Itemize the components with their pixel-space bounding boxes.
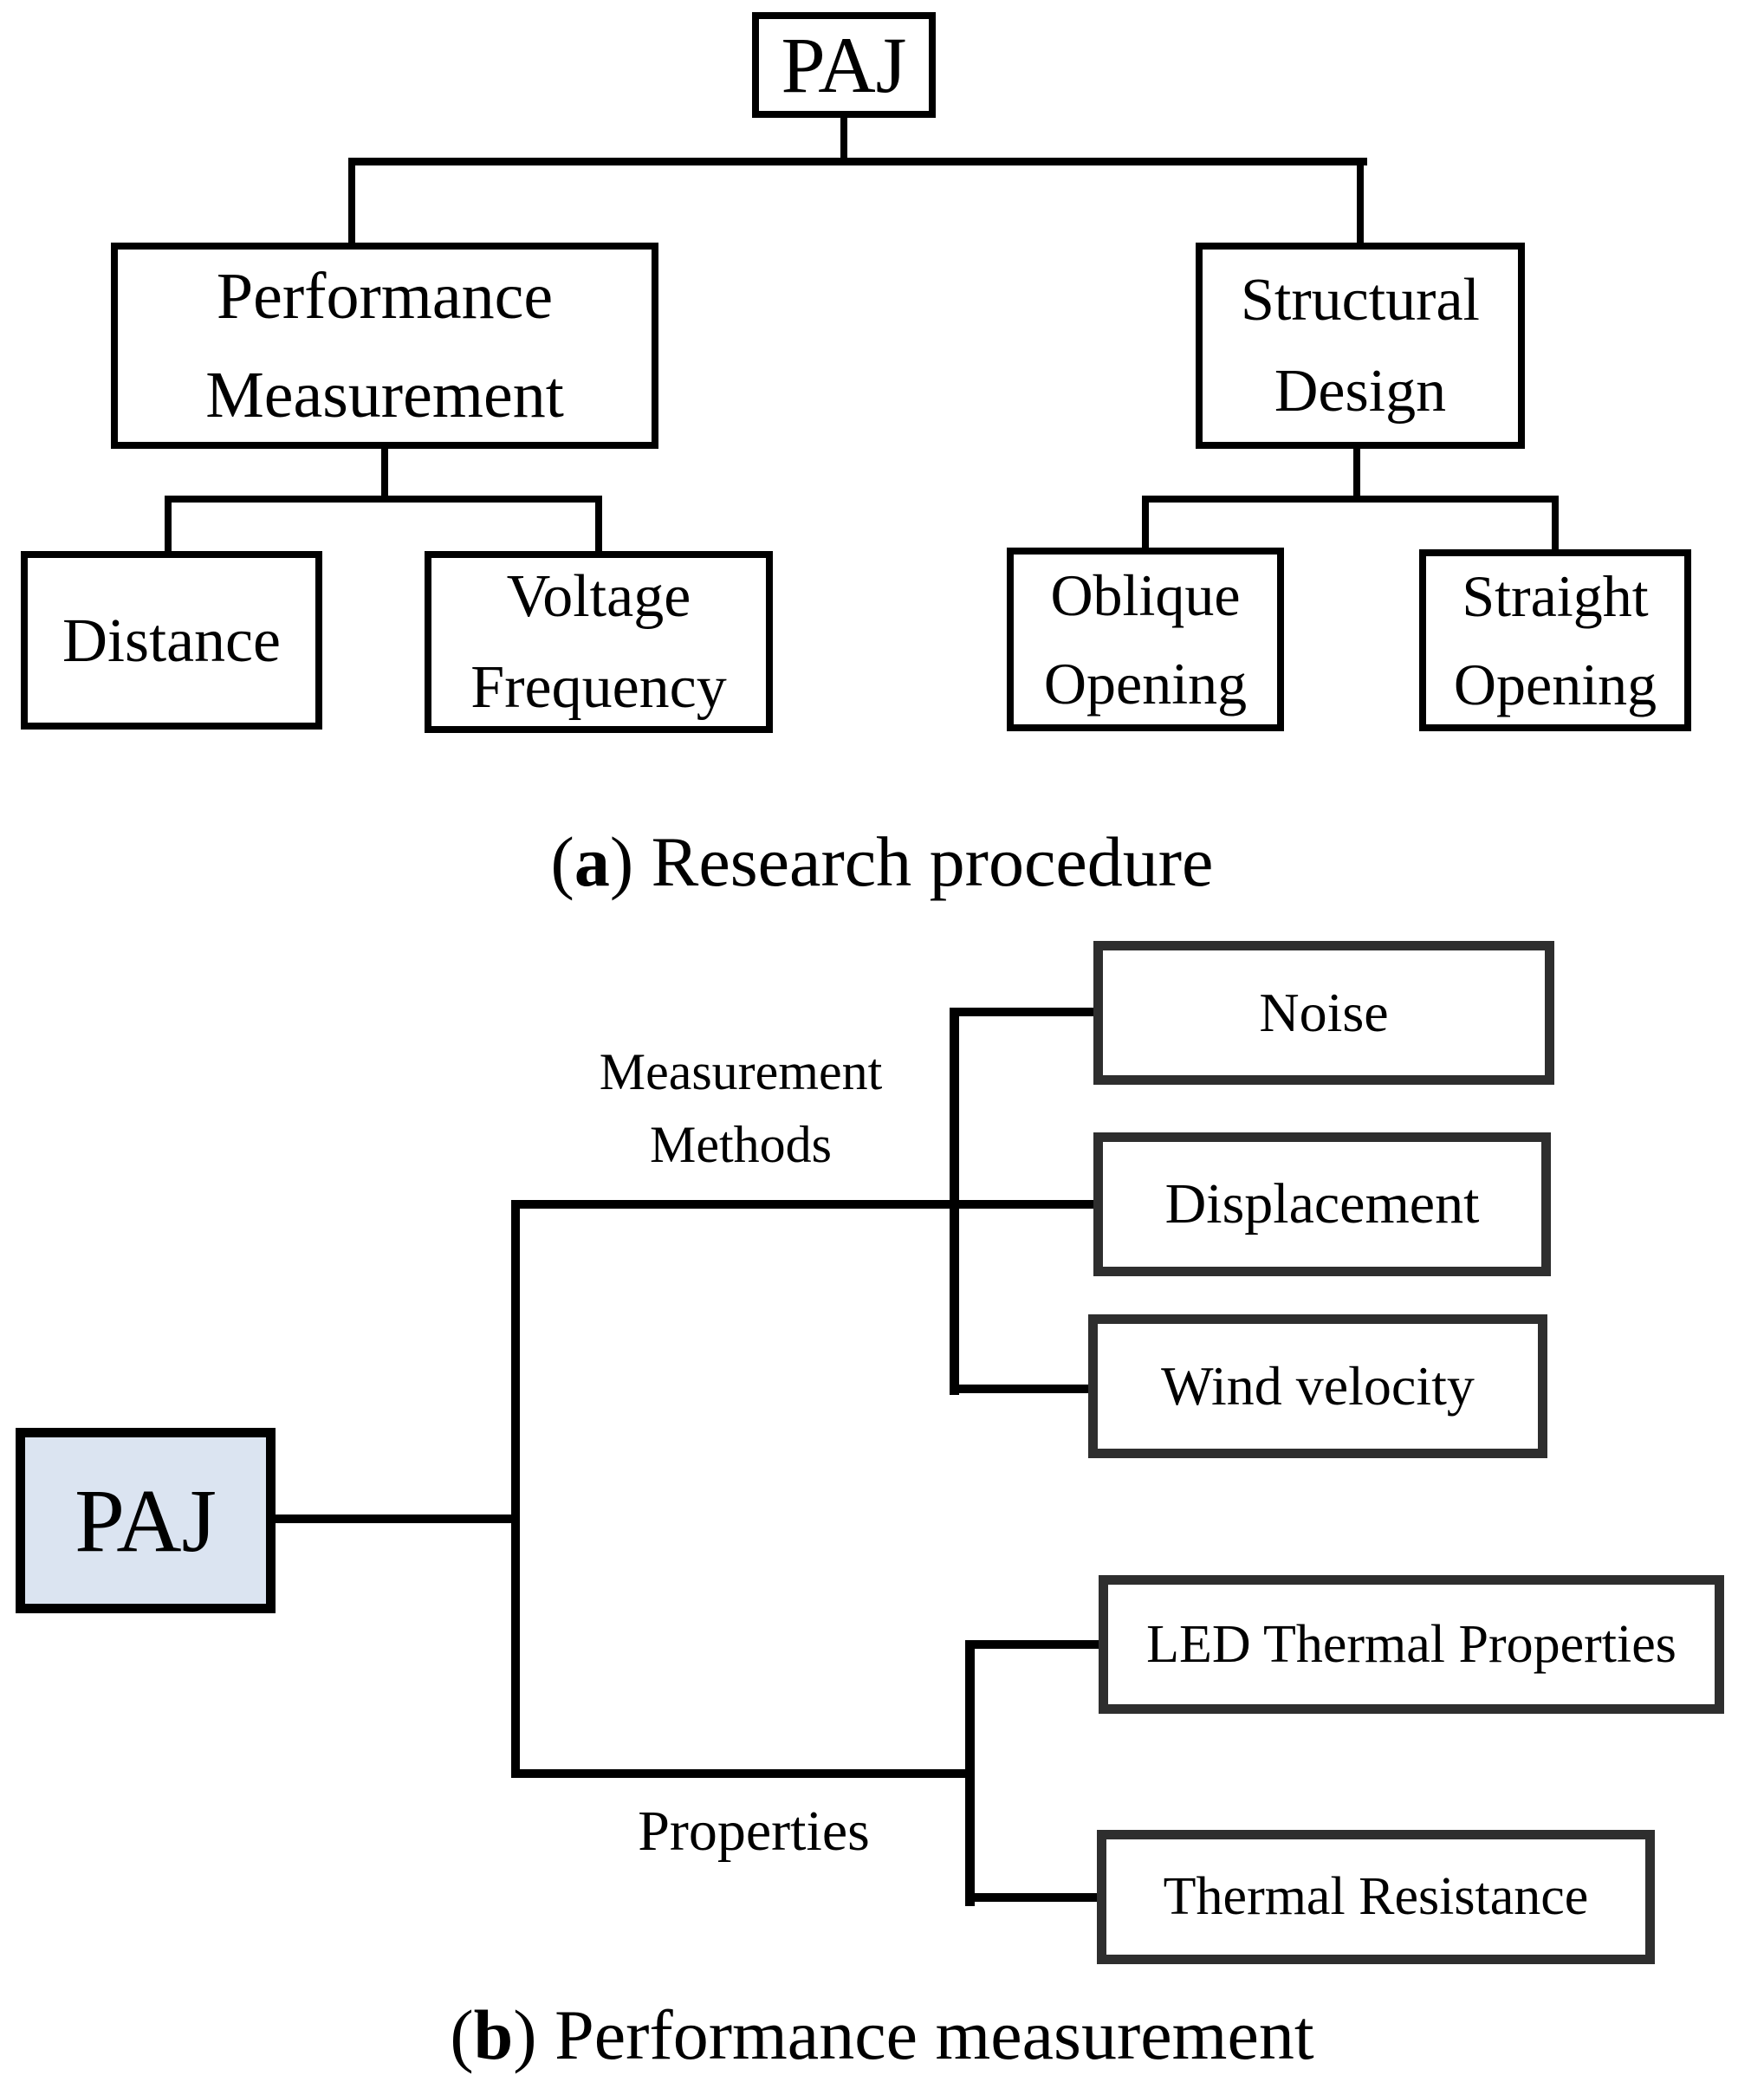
node-wind-velocity: Wind velocity	[1088, 1314, 1547, 1458]
node-straight-opening-line1: Straight	[1462, 563, 1649, 629]
node-oblique-opening-line1: Oblique	[1050, 562, 1241, 628]
connector-a-root-drop-left	[348, 158, 355, 244]
connector-b-bottom-hline	[511, 1769, 975, 1778]
node-performance-measurement: Performance Measurement	[111, 243, 658, 449]
caption-a-paren-close: )	[609, 822, 652, 901]
caption-a: (a) Research procedure	[0, 821, 1764, 903]
label-measurement-methods-line2: Methods	[650, 1116, 832, 1173]
node-paj-b: PAJ	[16, 1428, 276, 1613]
connector-b-led-stub	[969, 1640, 1099, 1649]
connector-b-tr-stub	[969, 1893, 1097, 1902]
node-structural-design-line2: Design	[1274, 358, 1447, 425]
label-properties-text: Properties	[638, 1800, 870, 1863]
caption-b-letter: b	[473, 1995, 514, 2074]
node-oblique-opening-line2: Opening	[1043, 651, 1248, 717]
connector-b-top-vline	[950, 1008, 959, 1395]
caption-b: (b) Performance measurement	[0, 1994, 1764, 2076]
node-displacement-label: Displacement	[1164, 1172, 1480, 1236]
node-led-thermal-properties-label: LED Thermal Properties	[1146, 1614, 1676, 1674]
connector-a-root-drop-right	[1357, 158, 1364, 244]
connector-b-wind-stub	[953, 1385, 1088, 1393]
node-straight-opening-line2: Opening	[1453, 652, 1657, 717]
node-noise: Noise	[1093, 941, 1554, 1085]
node-structural-design-line1: Structural	[1240, 267, 1481, 334]
connector-b-main-vline	[511, 1200, 520, 1778]
node-performance-measurement-line2: Measurement	[205, 359, 564, 431]
node-distance: Distance	[21, 551, 322, 730]
node-thermal-resistance: Thermal Resistance	[1097, 1830, 1655, 1964]
node-distance-label: Distance	[62, 605, 281, 675]
node-voltage-frequency-line2: Frequency	[470, 654, 727, 721]
connector-b-bottom-vline	[965, 1640, 975, 1906]
node-noise-label: Noise	[1259, 982, 1389, 1043]
caption-a-text: Research procedure	[651, 822, 1214, 901]
caption-a-paren-open: (	[550, 822, 574, 901]
connector-a-pm-drop-left	[165, 496, 172, 555]
node-displacement: Displacement	[1093, 1132, 1551, 1276]
connector-a-sd-drop-left	[1142, 496, 1149, 555]
node-paj-a-label: PAJ	[781, 21, 907, 109]
connector-a-pm-hline	[165, 496, 602, 503]
connector-b-top-hline	[511, 1200, 1093, 1209]
connector-a-sd-hline	[1142, 496, 1559, 503]
node-paj-b-label: PAJ	[75, 1470, 217, 1571]
node-performance-measurement-line1: Performance	[216, 260, 554, 333]
node-paj-a: PAJ	[752, 12, 936, 118]
caption-b-text: Performance measurement	[554, 1995, 1314, 2074]
connector-a-pm-drop-right	[595, 496, 602, 555]
caption-a-letter: a	[574, 822, 610, 901]
caption-b-paren-close: )	[513, 1995, 555, 2074]
node-voltage-frequency: Voltage Frequency	[425, 551, 773, 733]
connector-a-sd-stub	[1353, 449, 1360, 501]
connector-b-root-hline	[276, 1514, 520, 1523]
connector-a-sd-drop-right	[1552, 496, 1559, 555]
connector-a-root-hline	[348, 158, 1367, 165]
node-voltage-frequency-line1: Voltage	[506, 563, 691, 630]
label-measurement-methods: Measurement Methods	[516, 1035, 966, 1181]
connector-b-noise-stub	[953, 1008, 1093, 1016]
label-properties: Properties	[537, 1792, 970, 1871]
node-thermal-resistance-label: Thermal Resistance	[1163, 1867, 1589, 1926]
label-measurement-methods-line1: Measurement	[599, 1043, 883, 1100]
caption-b-paren-open: (	[450, 1995, 474, 2074]
node-straight-opening: Straight Opening	[1419, 549, 1691, 731]
connector-a-pm-stub	[381, 449, 388, 501]
node-led-thermal-properties: LED Thermal Properties	[1099, 1575, 1724, 1714]
node-wind-velocity-label: Wind velocity	[1161, 1355, 1475, 1417]
connector-a-root-stub	[840, 118, 847, 163]
node-oblique-opening: Oblique Opening	[1007, 548, 1284, 731]
node-structural-design: Structural Design	[1196, 243, 1525, 449]
